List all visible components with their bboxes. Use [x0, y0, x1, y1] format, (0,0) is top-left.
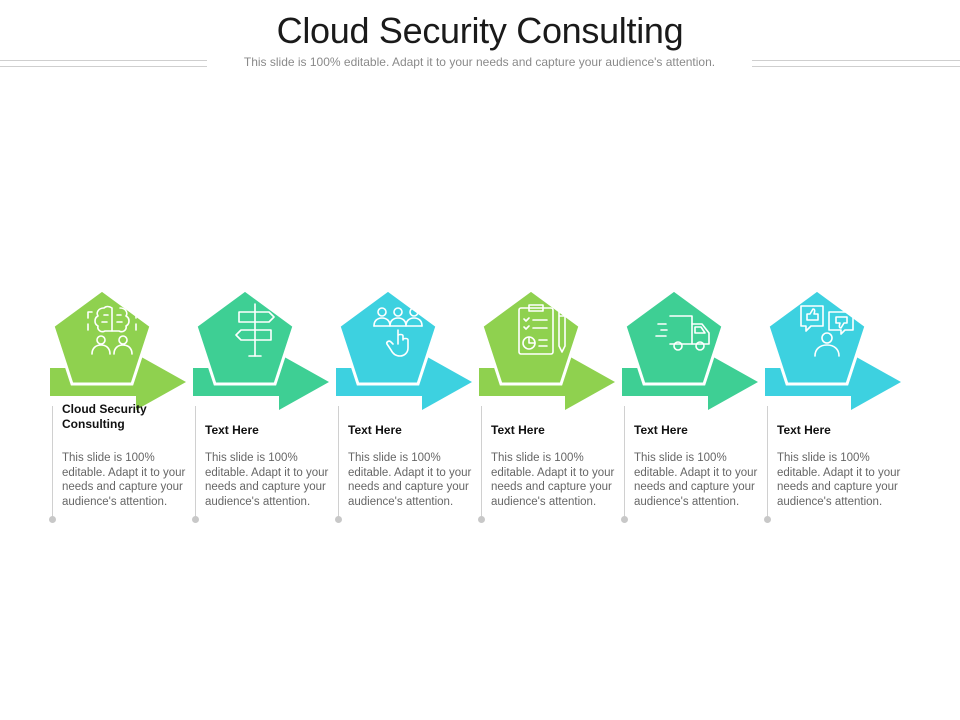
- step-title: Text Here: [205, 423, 259, 437]
- brain-people-icon: [87, 305, 137, 355]
- step-title: Text Here: [491, 423, 545, 437]
- step-title: Text Here: [634, 423, 688, 437]
- checklist-report-icon: [518, 304, 566, 355]
- subtitle-rule-right: [752, 60, 960, 67]
- connector-line: [481, 406, 482, 518]
- connector-dot: [478, 516, 485, 523]
- step-arrow-pentagon: [765, 288, 901, 410]
- team-pointer-icon: [373, 307, 423, 357]
- feedback-person-icon: [800, 305, 854, 357]
- step-title: Text Here: [777, 423, 831, 437]
- step-body: This slide is 100% editable. Adapt it to…: [634, 452, 758, 508]
- step-body: This slide is 100% editable. Adapt it to…: [62, 452, 186, 508]
- process-step: Text Here This slide is 100% editable. A…: [192, 288, 333, 528]
- step-body: This slide is 100% editable. Adapt it to…: [491, 452, 615, 508]
- step-arrow-pentagon: [622, 288, 758, 410]
- subtitle: This slide is 100% editable. Adapt it to…: [243, 55, 716, 69]
- connector-dot: [192, 516, 199, 523]
- signpost-icon: [235, 303, 275, 357]
- step-body: This slide is 100% editable. Adapt it to…: [205, 452, 329, 508]
- process-step: Text Here This slide is 100% editable. A…: [764, 288, 905, 528]
- process-step: Text Here This slide is 100% editable. A…: [335, 288, 476, 528]
- subtitle-rule-left: [0, 60, 207, 67]
- connector-line: [195, 406, 196, 518]
- step-body: This slide is 100% editable. Adapt it to…: [348, 452, 472, 508]
- process-step: Cloud Security Consulting This slide is …: [49, 288, 190, 528]
- pentagon-shape: [337, 288, 439, 386]
- step-title: Text Here: [348, 423, 402, 437]
- pentagon-shape: [623, 288, 725, 386]
- connector-dot: [764, 516, 771, 523]
- connector-line: [338, 406, 339, 518]
- connector-dot: [335, 516, 342, 523]
- pentagon-shape: [766, 288, 868, 386]
- process-step: Text Here This slide is 100% editable. A…: [478, 288, 619, 528]
- subtitle-row: This slide is 100% editable. Adapt it to…: [0, 55, 960, 71]
- connector-line: [52, 406, 53, 518]
- connector-dot: [49, 516, 56, 523]
- step-body: This slide is 100% editable. Adapt it to…: [777, 452, 901, 508]
- connector-line: [767, 406, 768, 518]
- step-title: Cloud Security Consulting: [62, 402, 147, 431]
- connector-line: [624, 406, 625, 518]
- page-title: Cloud Security Consulting: [276, 10, 684, 51]
- delivery-truck-icon: [655, 315, 710, 351]
- step-arrow-pentagon: [336, 288, 472, 410]
- connector-dot: [621, 516, 628, 523]
- process-step: Text Here This slide is 100% editable. A…: [621, 288, 762, 528]
